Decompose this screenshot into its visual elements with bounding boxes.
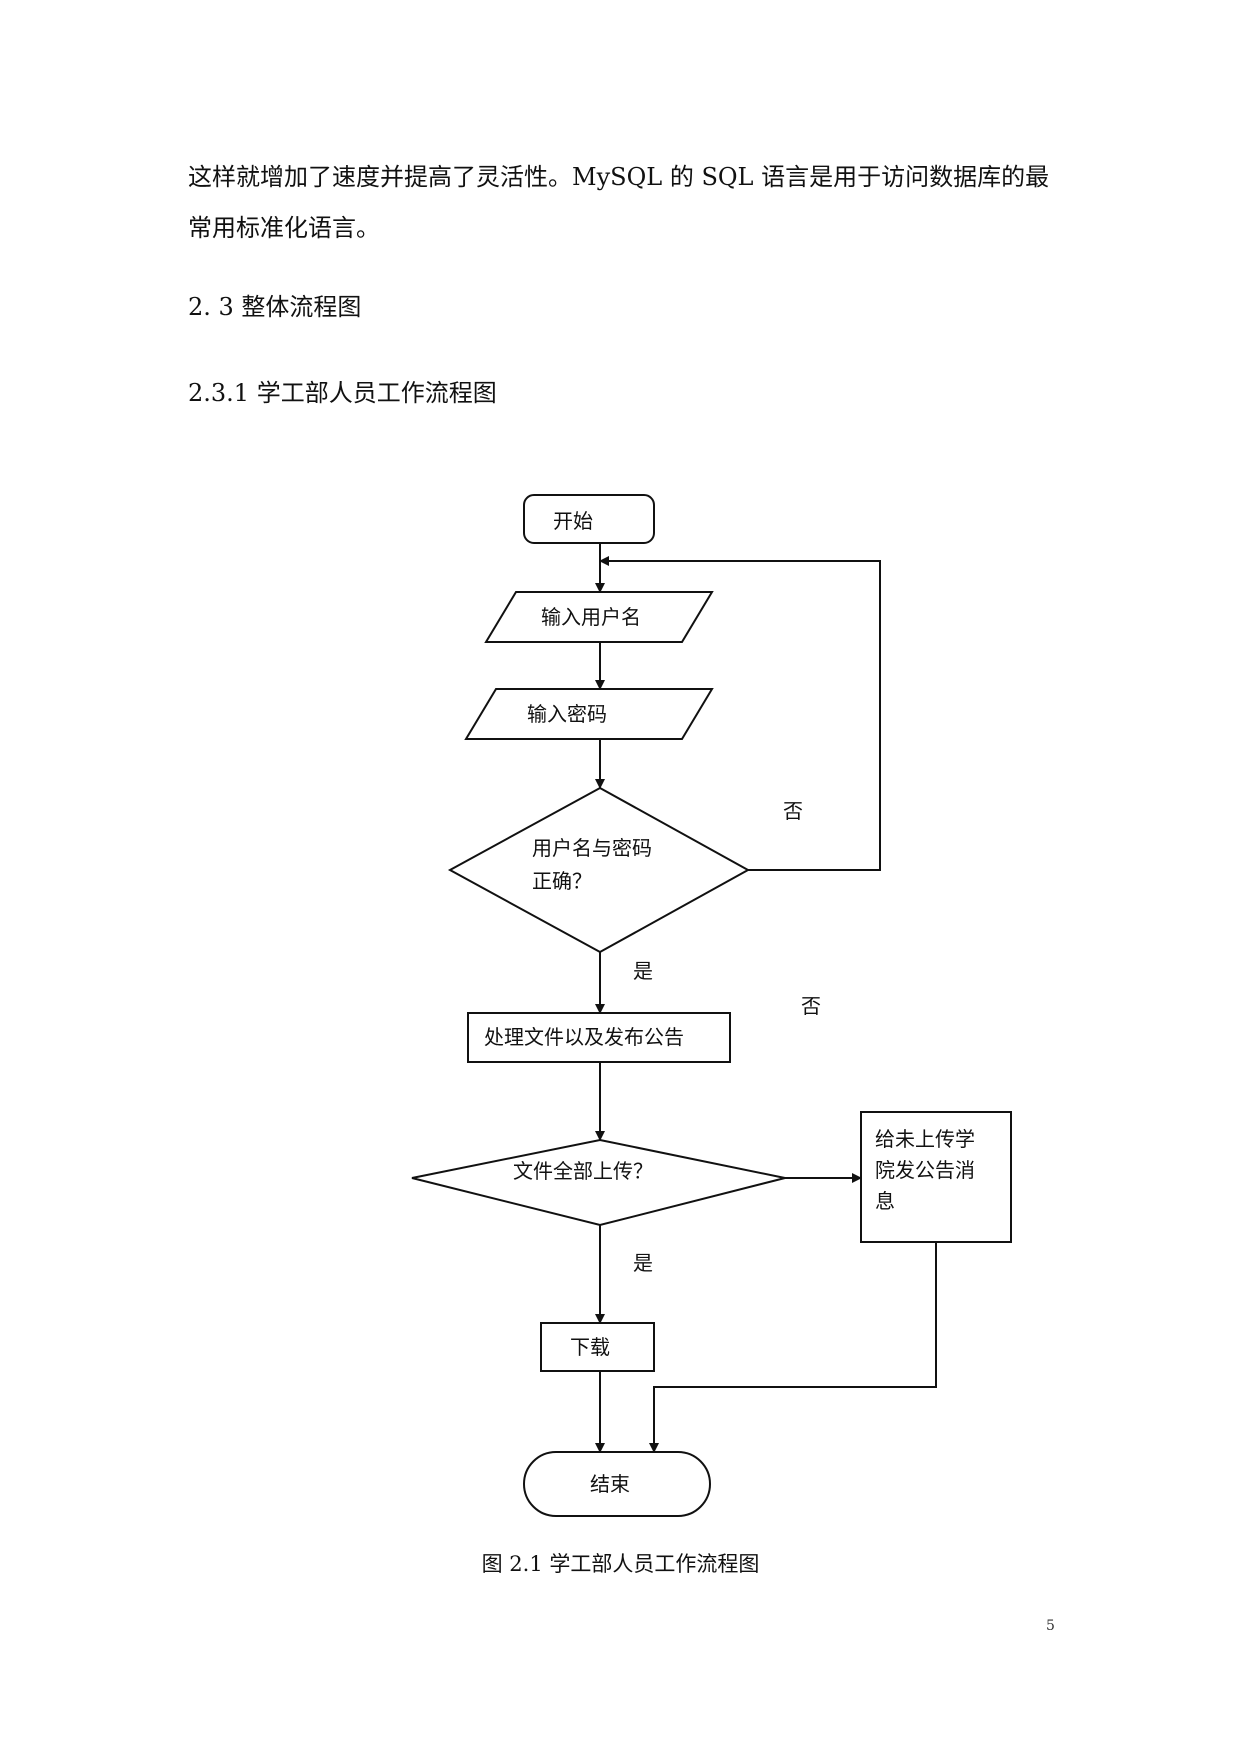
body-text-line-1: 这样就增加了速度并提高了灵活性。MySQL 的 SQL 语言是用于访问数据库的最	[188, 163, 1050, 191]
credentials-question-line-2: 正确？	[532, 869, 592, 893]
process-files-label: 处理文件以及发布公告	[484, 1025, 684, 1049]
start-terminal	[523, 494, 655, 544]
notify-line-1: 给未上传学	[875, 1127, 975, 1151]
notify-line-3: 息	[875, 1189, 895, 1213]
input-password-parallelogram	[464, 688, 714, 740]
end-terminal	[523, 1451, 711, 1517]
start-label: 开始	[553, 509, 593, 533]
no-label-1: 否	[783, 799, 803, 823]
yes-label-2: 是	[633, 1251, 653, 1275]
notify-to-end-line	[649, 1242, 937, 1453]
section-heading: 2. 3 整体流程图	[188, 293, 362, 321]
input-username-parallelogram	[484, 591, 714, 643]
notify-line-2: 院发公告消	[875, 1158, 975, 1182]
input-username-label: 输入用户名	[541, 605, 641, 629]
yes-label-1: 是	[633, 959, 653, 983]
download-label: 下载	[570, 1335, 610, 1359]
no-label-2: 否	[801, 994, 821, 1018]
figure-caption: 图 2.1 学工部人员工作流程图	[481, 1552, 760, 1576]
upload-question-label: 文件全部上传？	[513, 1159, 653, 1183]
loop-back-line	[599, 556, 881, 871]
subsection-heading: 2.3.1 学工部人员工作流程图	[188, 379, 497, 407]
page-number: 5	[1046, 1618, 1055, 1634]
input-password-label: 输入密码	[527, 702, 607, 726]
credentials-question-line-1: 用户名与密码	[532, 836, 652, 860]
body-text-line-2: 常用标准化语言。	[188, 214, 380, 242]
end-label: 结束	[590, 1472, 630, 1496]
credentials-decision-diamond	[447, 786, 751, 954]
